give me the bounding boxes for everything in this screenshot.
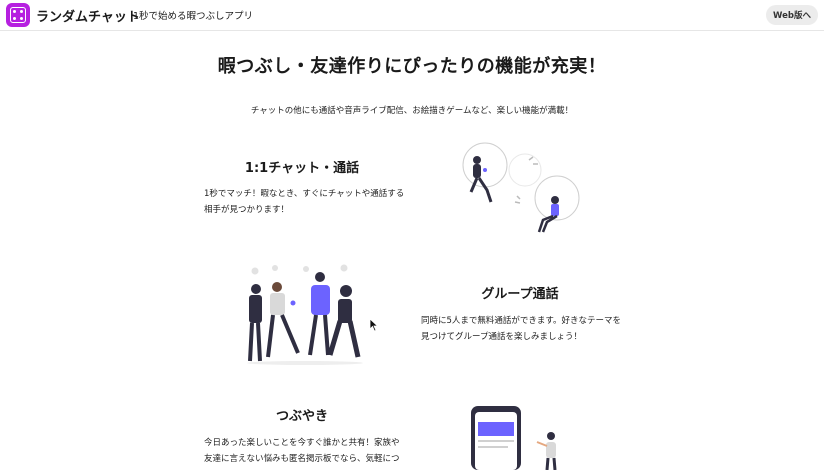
dice-pip [13,17,16,20]
app-name[interactable]: ランダムチャット [36,10,140,25]
tweet-illustration [471,406,557,470]
feature-desc-line: 今日あった楽しいことを今すぐ誰かと共有！家族や [204,438,400,448]
feature-desc-line: 友達に言えない悩みも匿名掲示板でなら、気軽につ [204,454,400,464]
feature-title-tweet: つぶやき [275,409,328,424]
section-subtitle: チャットの他にも通話や音声ライブ配信、お絵描きゲームなど、楽しい機能が満載！ [250,106,574,116]
dice-logo-icon[interactable] [6,3,30,27]
feature-desc-line: 相手が見つかります！ [204,205,290,215]
chat-call-illustration [462,142,580,233]
feature-desc-group-call: 同時に5人まで無料通話ができます。好きなテーマを 見つけてグループ通話を楽しみま… [421,313,641,345]
dice-face [10,7,26,23]
feature-title-chat: 1:1チャット・通話 [244,161,360,176]
feature-desc-line: 見つけてグループ通話を楽しみましょう！ [421,332,582,342]
section-title: 暇つぶし・友達作りにぴったりの機能が充実！ [217,56,607,77]
group-call-illustration [247,264,363,365]
dice-pip [20,10,23,13]
top-navbar: ランダムチャット 1秒で始める暇つぶしアプリ Web版へ [0,0,824,31]
dice-pip [13,10,16,13]
app-tagline: 1秒で始める暇つぶしアプリ [133,11,254,22]
feature-title-group-call: グループ通話 [481,287,559,302]
mouse-cursor-icon [369,318,379,332]
feature-desc-tweet: 今日あった楽しいことを今すぐ誰かと共有！家族や 友達に言えない悩みも匿名掲示板で… [204,435,424,467]
dice-pip [20,17,23,20]
feature-desc-chat: 1秒でマッチ！暇なとき、すぐにチャットや通話する 相手が見つかります！ [204,186,424,218]
web-version-button[interactable]: Web版へ [766,5,818,25]
feature-desc-line: 同時に5人まで無料通話ができます。好きなテーマを [421,316,622,326]
feature-desc-line: 1秒でマッチ！暇なとき、すぐにチャットや通話する [204,189,405,199]
